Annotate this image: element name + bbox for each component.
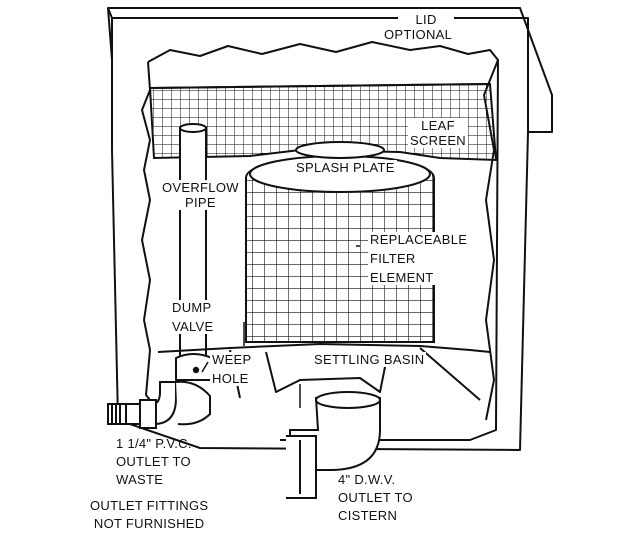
lid-label-line2: OPTIONAL bbox=[384, 27, 453, 42]
label-leaf-screen: LEAF SCREEN bbox=[408, 118, 468, 148]
label-splash-plate: SPLASH PLATE bbox=[294, 160, 397, 175]
label-weep-hole: WEEP HOLE bbox=[210, 352, 254, 386]
fittings-note-line1: OUTLET FITTINGS bbox=[90, 498, 209, 513]
overflow-pipe-label-line1: OVERFLOW bbox=[162, 180, 239, 195]
leaf-screen-label-line1: LEAF bbox=[421, 118, 455, 133]
weep-hole-label-line2: HOLE bbox=[212, 371, 249, 386]
box-outer bbox=[111, 18, 529, 451]
settling-basin-floor bbox=[265, 351, 389, 393]
label-dump-valve: DUMP VALVE bbox=[170, 300, 216, 334]
outlet-cistern-line2: OUTLET TO bbox=[338, 490, 413, 505]
dump-valve-label-line2: VALVE bbox=[172, 319, 214, 334]
filter-label-line3: ELEMENT bbox=[370, 270, 434, 285]
filter-label-line1: REPLACEABLE bbox=[370, 232, 468, 247]
box-inner-rim bbox=[147, 41, 499, 441]
outlet-cistern-line3: CISTERN bbox=[338, 508, 398, 523]
waste-outlet-pipe bbox=[107, 380, 211, 429]
outlet-waste-line1: 1 1/4" P.V.C. bbox=[116, 436, 192, 451]
outlet-waste-line3: WASTE bbox=[116, 472, 164, 487]
filter-label-line2: FILTER bbox=[370, 251, 416, 266]
label-outlet-waste: 1 1/4" P.V.C. OUTLET TO WASTE bbox=[116, 436, 192, 487]
cistern-outlet-pipe bbox=[286, 391, 381, 499]
label-lid-optional: LID OPTIONAL bbox=[384, 12, 455, 42]
weep-hole-label-line1: WEEP bbox=[212, 352, 252, 367]
floor-divider-right bbox=[419, 347, 481, 401]
label-overflow-pipe: OVERFLOW PIPE bbox=[160, 180, 241, 210]
lid-label-line1: LID bbox=[415, 12, 437, 27]
weep-hole bbox=[192, 366, 200, 374]
overflow-pipe-label-line2: PIPE bbox=[184, 195, 216, 210]
box-left-inner-wall bbox=[141, 61, 159, 411]
leaf-screen-label-line2: SCREEN bbox=[410, 133, 466, 148]
fittings-note-line2: NOT FURNISHED bbox=[93, 516, 205, 531]
settling-basin-rim bbox=[157, 343, 491, 353]
label-outlet-cistern: 4" D.W.V. OUTLET TO CISTERN bbox=[338, 472, 413, 523]
outlet-waste-line2: OUTLET TO bbox=[116, 454, 191, 469]
outlet-cistern-line1: 4" D.W.V. bbox=[338, 472, 396, 487]
weep-hole-wall bbox=[175, 353, 213, 381]
dump-valve-label-line1: DUMP bbox=[172, 300, 212, 315]
label-outlet-fittings-note: OUTLET FITTINGS NOT FURNISHED bbox=[90, 498, 208, 531]
label-settling-basin: SETTLING BASIN bbox=[312, 352, 427, 367]
label-replaceable-filter-element: REPLACEABLE FILTER ELEMENT bbox=[368, 232, 470, 285]
lid bbox=[107, 7, 553, 133]
